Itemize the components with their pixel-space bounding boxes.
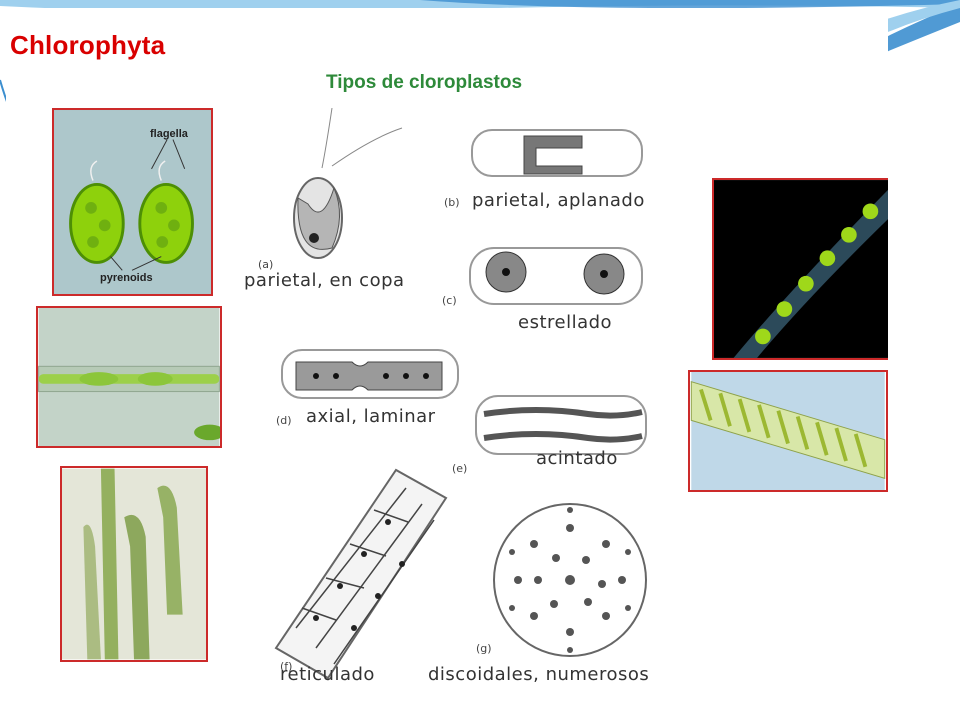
type-a-letter: (a): [258, 258, 274, 271]
photo-chlamydomonas: flagella pyrenoids: [52, 108, 213, 296]
photo-filament-axial: [36, 306, 222, 448]
photo-spiral-filament: [688, 370, 888, 492]
pyrenoids-label: pyrenoids: [100, 272, 153, 284]
type-g-label: discoidales, numerosos: [428, 664, 650, 685]
type-b-letter: (b): [444, 196, 460, 209]
type-c-label: estrellado: [518, 312, 613, 333]
type-g-letter: (g): [476, 642, 492, 655]
type-e-label: acintado: [536, 448, 618, 469]
type-f-label: reticulado: [280, 664, 375, 685]
slide-canvas: Chlorophyta Tipos de cloroplastos flagel…: [6, 8, 888, 696]
chloroplast-diagram: (a) parietal, en copa (b) parietal, apla…: [236, 108, 656, 696]
photo-tubular-algae: [60, 466, 208, 662]
slide-title: Chlorophyta: [10, 30, 166, 60]
type-d-letter: (d): [276, 414, 292, 427]
type-c-letter: (c): [442, 294, 457, 307]
type-f-letter: (f): [280, 660, 293, 673]
type-e-letter: (e): [452, 462, 468, 475]
slide-subtitle: Tipos de cloroplastos: [326, 72, 523, 93]
flagella-label: flagella: [150, 128, 188, 140]
type-a-label: parietal, en copa: [244, 270, 405, 291]
photo-dark-filament: [712, 178, 888, 360]
type-d-label: axial, laminar: [306, 406, 436, 427]
type-b-label: parietal, aplanado: [472, 190, 645, 211]
